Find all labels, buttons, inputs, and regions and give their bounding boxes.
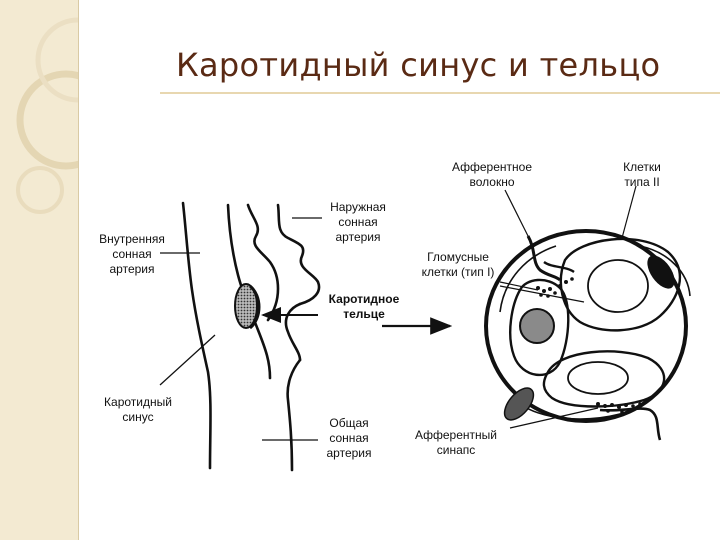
label-carotid-sinus: Каротидный синус xyxy=(104,395,172,424)
slide-title: Каротидный синус и тельцо xyxy=(176,46,661,84)
carotid-body-shape xyxy=(234,283,258,329)
carotid-artery-outline xyxy=(181,201,321,472)
label-external-carotid: Наружная сонная артерия xyxy=(330,200,386,244)
decorative-side-band xyxy=(0,0,79,540)
label-internal-carotid: Внутренняя сонная артерия xyxy=(99,232,165,276)
decorative-circles-graphic xyxy=(16,17,78,214)
label-afferent-synapse: Афферентный синапс xyxy=(415,428,497,457)
label-glomus-cells: Гломусные клетки (тип I) xyxy=(421,250,495,279)
label-type2-cells: Клетки типа II xyxy=(623,160,661,189)
synaptic-vesicles-lower xyxy=(596,402,642,414)
glomus-magnified-view xyxy=(484,229,691,441)
label-common-carotid: Общая сонная артерия xyxy=(326,416,372,460)
carotid-body-capsule xyxy=(248,284,261,330)
leader-lines-left xyxy=(159,217,322,441)
type2-cell-nucleus-upper xyxy=(647,255,675,289)
label-afferent-fiber: Афферентное волокно xyxy=(451,160,532,189)
label-carotid-body: Каротидное тельце xyxy=(328,292,400,321)
title-underline xyxy=(160,92,720,94)
leader-lines-right xyxy=(499,185,637,429)
type2-cell-nucleus-lower xyxy=(503,387,535,421)
glomus-cell-nucleus xyxy=(519,308,555,344)
